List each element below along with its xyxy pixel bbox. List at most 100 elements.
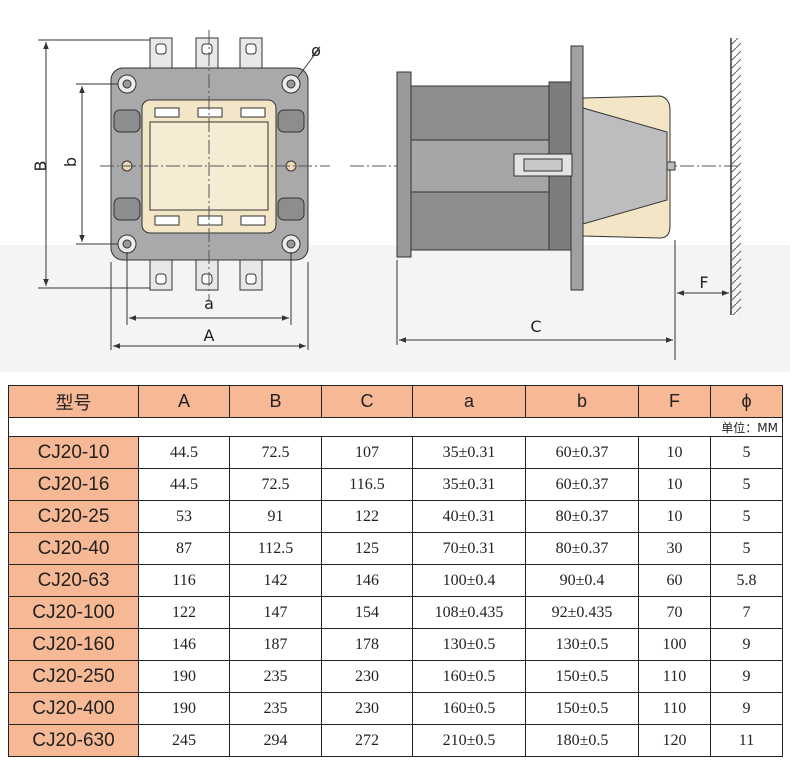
value-cell: 44.5 xyxy=(138,468,230,501)
value-cell: 5 xyxy=(710,468,783,501)
value-cell: 90±0.4 xyxy=(525,564,639,597)
value-cell: 116 xyxy=(138,564,230,597)
column-header: C xyxy=(321,385,413,418)
value-cell: 235 xyxy=(229,660,322,693)
dim-label-B: B xyxy=(31,161,50,172)
value-cell: 5 xyxy=(710,436,783,469)
value-cell: 53 xyxy=(138,500,230,533)
value-cell: 110 xyxy=(638,660,711,693)
dim-label-phi: ø xyxy=(311,41,321,60)
value-cell: 178 xyxy=(321,628,413,661)
value-cell: 5 xyxy=(710,500,783,533)
value-cell: 60±0.37 xyxy=(525,436,639,469)
value-cell: 44.5 xyxy=(138,436,230,469)
value-cell: 60±0.37 xyxy=(525,468,639,501)
value-cell: 100 xyxy=(638,628,711,661)
column-header: A xyxy=(138,385,230,418)
value-cell: 40±0.31 xyxy=(412,500,526,533)
value-cell: 142 xyxy=(229,564,322,597)
model-cell: CJ20-250 xyxy=(8,660,139,693)
value-cell: 70 xyxy=(638,596,711,629)
dim-label-C: C xyxy=(530,317,541,336)
value-cell: 180±0.5 xyxy=(525,724,639,757)
value-cell: 116.5 xyxy=(321,468,413,501)
column-header: a xyxy=(412,385,526,418)
value-cell: 100±0.4 xyxy=(412,564,526,597)
value-cell: 10 xyxy=(638,500,711,533)
unit-label: 单位：MM xyxy=(8,417,783,437)
column-header: b xyxy=(525,385,639,418)
dim-label-F: F xyxy=(699,273,708,292)
value-cell: 80±0.37 xyxy=(525,500,639,533)
column-header: ϕ xyxy=(710,385,783,418)
model-cell: CJ20-160 xyxy=(8,628,139,661)
value-cell: 72.5 xyxy=(229,468,322,501)
value-cell: 60 xyxy=(638,564,711,597)
value-cell: 210±0.5 xyxy=(412,724,526,757)
value-cell: 70±0.31 xyxy=(412,532,526,565)
value-cell: 160±0.5 xyxy=(412,692,526,725)
value-cell: 125 xyxy=(321,532,413,565)
value-cell: 91 xyxy=(229,500,322,533)
value-cell: 272 xyxy=(321,724,413,757)
dimension-drawing: B b a A ø C F xyxy=(31,30,741,360)
value-cell: 245 xyxy=(138,724,230,757)
value-cell: 30 xyxy=(638,532,711,565)
value-cell: 146 xyxy=(321,564,413,597)
value-cell: 154 xyxy=(321,596,413,629)
value-cell: 146 xyxy=(138,628,230,661)
value-cell: 87 xyxy=(138,532,230,565)
value-cell: 190 xyxy=(138,692,230,725)
model-cell: CJ20-16 xyxy=(8,468,139,501)
mounting-wall xyxy=(730,38,741,315)
value-cell: 150±0.5 xyxy=(525,692,639,725)
value-cell: 230 xyxy=(321,692,413,725)
value-cell: 230 xyxy=(321,660,413,693)
model-cell: CJ20-40 xyxy=(8,532,139,565)
model-cell: CJ20-400 xyxy=(8,692,139,725)
side-view xyxy=(396,45,676,291)
value-cell: 107 xyxy=(321,436,413,469)
value-cell: 122 xyxy=(321,500,413,533)
value-cell: 35±0.31 xyxy=(412,436,526,469)
value-cell: 187 xyxy=(229,628,322,661)
dim-label-A: A xyxy=(204,326,215,345)
value-cell: 9 xyxy=(710,628,783,661)
value-cell: 130±0.5 xyxy=(412,628,526,661)
value-cell: 122 xyxy=(138,596,230,629)
value-cell: 11 xyxy=(710,724,783,757)
value-cell: 72.5 xyxy=(229,436,322,469)
model-cell: CJ20-10 xyxy=(8,436,139,469)
model-cell: CJ20-63 xyxy=(8,564,139,597)
model-cell: CJ20-25 xyxy=(8,500,139,533)
value-cell: 35±0.31 xyxy=(412,468,526,501)
value-cell: 160±0.5 xyxy=(412,660,526,693)
value-cell: 120 xyxy=(638,724,711,757)
value-cell: 9 xyxy=(710,660,783,693)
value-cell: 130±0.5 xyxy=(525,628,639,661)
value-cell: 108±0.435 xyxy=(412,596,526,629)
value-cell: 5 xyxy=(710,532,783,565)
dim-label-a: a xyxy=(204,294,214,313)
column-header: 型号 xyxy=(8,385,139,418)
value-cell: 294 xyxy=(229,724,322,757)
value-cell: 235 xyxy=(229,692,322,725)
value-cell: 150±0.5 xyxy=(525,660,639,693)
value-cell: 9 xyxy=(710,692,783,725)
value-cell: 190 xyxy=(138,660,230,693)
dim-label-b: b xyxy=(61,157,80,167)
